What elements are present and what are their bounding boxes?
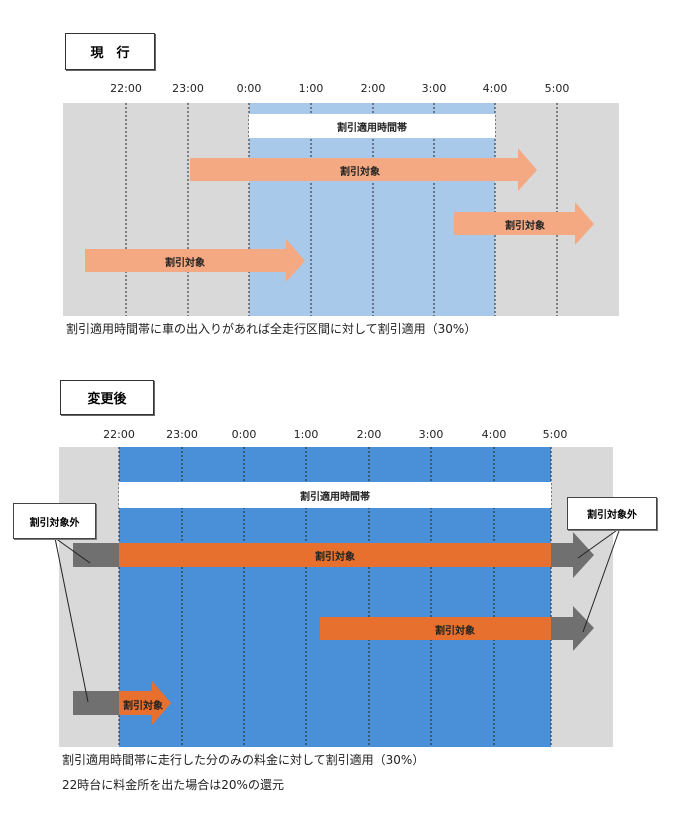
after-arrow-3	[119, 681, 171, 725]
after-band	[119, 482, 551, 508]
current-arrow-3	[85, 239, 305, 282]
current-arrow-1-label: 割引対象	[340, 167, 380, 178]
outside-label-left: 割引対象外	[13, 503, 96, 539]
after-arrow-2-label: 割引対象	[435, 626, 475, 637]
after-arrow-3-label: 割引対象	[123, 701, 163, 712]
tick-label: 3:00	[421, 82, 447, 95]
tick-label: 4:00	[482, 82, 508, 95]
current-band	[249, 114, 495, 138]
tick-label: 22:00	[110, 82, 142, 95]
outside-label-right: 割引対象外	[567, 497, 657, 530]
tick-label: 23:00	[166, 428, 198, 441]
tick-label: 2:00	[360, 82, 386, 95]
after-arrow-2	[320, 617, 551, 640]
after-arrow-1-outside-end	[551, 532, 594, 578]
after-arrow-3-outside-start	[73, 691, 119, 715]
current-title: 現 行	[65, 33, 155, 70]
current-discount-period	[249, 103, 495, 316]
tick-label: 1:00	[293, 428, 319, 441]
tick-label: 22:00	[103, 428, 135, 441]
after-arrow-1	[119, 543, 551, 567]
tick-label: 23:00	[172, 82, 204, 95]
tick-label: 0:00	[231, 428, 257, 441]
tick-label: 3:00	[418, 428, 444, 441]
after-title: 変更後	[60, 380, 154, 415]
after-band-label: 割引適用時間帯	[300, 492, 370, 503]
tick-label: 1:00	[298, 82, 324, 95]
current-caption: 割引適用時間帯に車の出入りがあれば全走行区間に対して割引適用（30%）	[66, 322, 477, 336]
current-band-label: 割引適用時間帯	[337, 123, 407, 134]
tick-label: 2:00	[356, 428, 382, 441]
after-caption-1: 割引適用時間帯に走行した分のみの料金に対して割引適用（30%）	[62, 753, 425, 767]
current-arrow-3-label: 割引対象	[165, 258, 205, 269]
tick-label: 5:00	[544, 82, 570, 95]
current-arrow-1	[190, 148, 537, 191]
after-arrow-1-label: 割引対象	[315, 552, 355, 563]
tick-label: 5:00	[542, 428, 568, 441]
current-arrow-2	[454, 202, 594, 245]
callout-lines	[54, 527, 621, 703]
tick-label: 0:00	[236, 82, 262, 95]
after-arrow-1-outside-start	[73, 543, 119, 567]
after-arrow-2-outside-end	[551, 606, 594, 651]
after-caption-2: 22時台に料金所を出た場合は20%の還元	[62, 778, 284, 792]
tick-label: 4:00	[481, 428, 507, 441]
current-arrow-2-label: 割引対象	[505, 221, 545, 232]
current-gridlines	[125, 103, 558, 316]
